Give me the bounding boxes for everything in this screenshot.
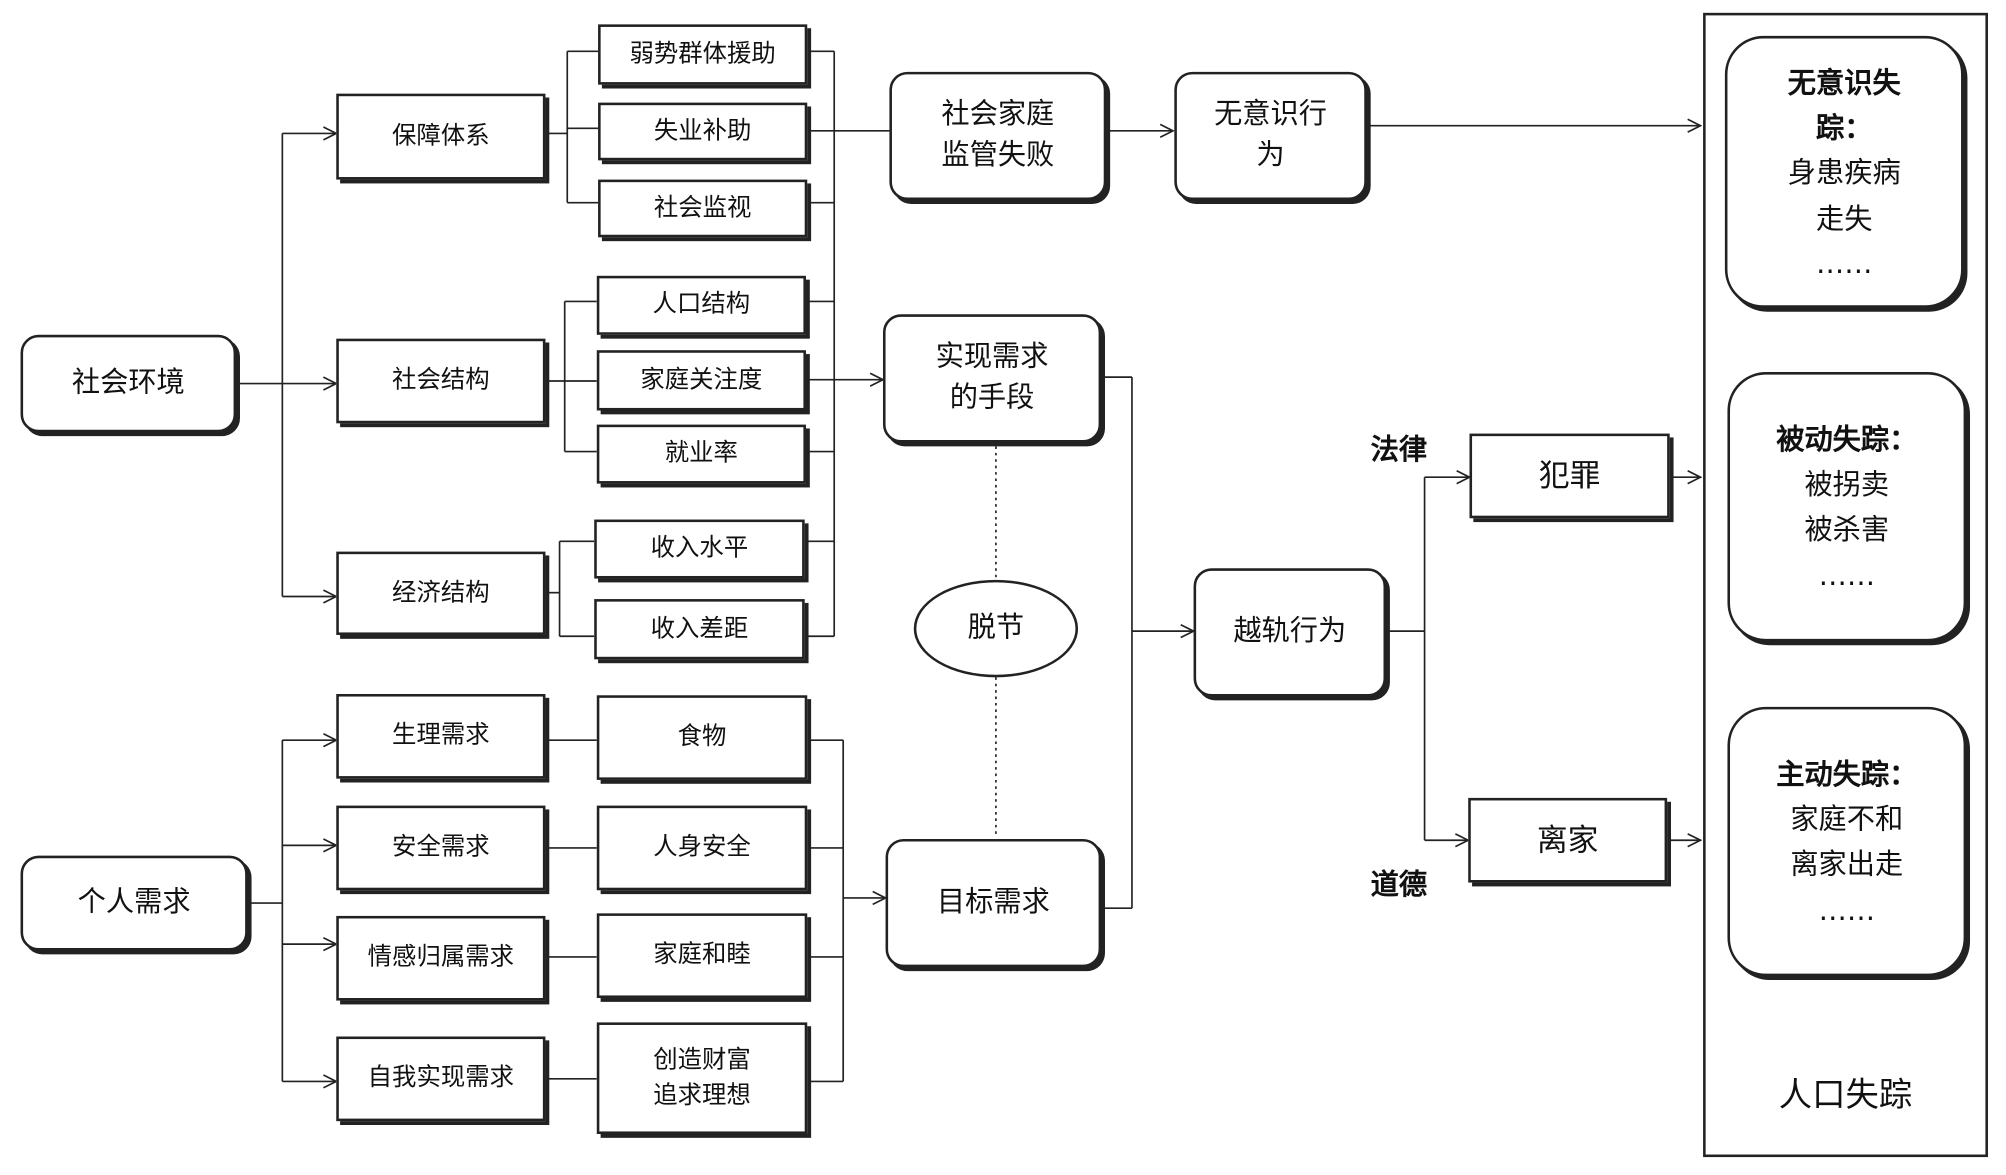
supervision-failure-node: 社会家庭 监管失败 xyxy=(889,71,1107,201)
means-node: 实现需求 的手段 xyxy=(882,314,1102,443)
unconscious-behavior-node: 无意识行 为 xyxy=(1174,71,1367,201)
economic-structure-node: 经济结构 xyxy=(336,551,546,635)
population-structure-node: 人口结构 xyxy=(596,275,806,335)
self-actualization-need-node: 自我实现需求 xyxy=(336,1036,546,1122)
income-level-node: 收入水平 xyxy=(594,519,805,579)
employment-rate-node: 就业率 xyxy=(596,424,806,484)
food-node: 食物 xyxy=(596,695,808,780)
moral-label: 道德 xyxy=(1370,869,1428,902)
passive-title: 被动失踪： xyxy=(1776,424,1918,457)
physiological-need-node: 生理需求 xyxy=(336,693,546,779)
means-line-2: 的手段 xyxy=(949,382,1035,415)
goal-needs-node: 目标需求 xyxy=(885,838,1102,968)
unconscious-item-3: …… xyxy=(1816,248,1873,281)
active-missing-box: 主动失踪： 家庭不和 离家出走 …… xyxy=(1727,706,1967,977)
passive-missing-box: 被动失踪： 被拐卖 被杀害 …… xyxy=(1727,372,1967,642)
unconscious-missing-box: 无意识失 踪： 身患疾病 走失 …… xyxy=(1724,35,1964,308)
ideal-line: 追求理想 xyxy=(653,1080,751,1109)
active-title: 主动失踪： xyxy=(1776,759,1918,792)
deviant-behavior-node: 越轨行为 xyxy=(1193,568,1387,697)
vulnerable-group-aid-node: 弱势群体援助 xyxy=(598,24,808,85)
active-item-2: 离家出走 xyxy=(1790,849,1904,882)
personal-safety-node: 人身安全 xyxy=(596,805,808,891)
belonging-need-node: 情感归属需求 xyxy=(336,915,546,1001)
means-line-1: 实现需求 xyxy=(935,341,1049,374)
crime-node: 犯罪 xyxy=(1469,433,1670,519)
unconscious-item-2: 走失 xyxy=(1815,203,1873,236)
unconscious-line-2: 为 xyxy=(1256,139,1285,172)
income-gap-node: 收入差距 xyxy=(594,599,805,660)
supervision-line-2: 监管失败 xyxy=(941,139,1055,172)
social-environment-node: 社会环境 xyxy=(20,334,237,433)
unconscious-title-1: 无意识失 xyxy=(1787,67,1901,101)
social-structure-node: 社会结构 xyxy=(336,338,546,424)
wealth-ideal-node: 创造财富 追求理想 xyxy=(596,1022,808,1134)
missing-population-label: 人口失踪 xyxy=(1778,1076,1913,1115)
disconnect-ellipse: 脱节 xyxy=(913,579,1079,678)
passive-item-1: 被拐卖 xyxy=(1804,469,1890,502)
leave-home-node: 离家 xyxy=(1468,797,1668,883)
family-harmony-node: 家庭和睦 xyxy=(596,913,808,999)
unemployment-benefit-node: 失业补助 xyxy=(598,102,808,161)
active-item-1: 家庭不和 xyxy=(1790,804,1904,837)
active-item-3: …… xyxy=(1818,894,1876,927)
unconscious-title-2: 踪： xyxy=(1815,113,1873,146)
security-system-node: 保障体系 xyxy=(336,93,546,180)
law-label: 法律 xyxy=(1370,434,1428,467)
wealth-line: 创造财富 xyxy=(653,1045,751,1074)
passive-item-3: …… xyxy=(1818,560,1876,593)
supervision-line-1: 社会家庭 xyxy=(941,98,1055,131)
family-attention-node: 家庭关注度 xyxy=(596,350,806,411)
unconscious-item-1: 身患疾病 xyxy=(1787,158,1901,191)
passive-item-2: 被杀害 xyxy=(1804,514,1890,547)
unconscious-line-1: 无意识行 xyxy=(1214,98,1328,131)
personal-needs-node: 个人需求 xyxy=(20,855,248,951)
safety-need-node: 安全需求 xyxy=(336,805,546,891)
social-surveillance-node: 社会监视 xyxy=(598,179,808,238)
